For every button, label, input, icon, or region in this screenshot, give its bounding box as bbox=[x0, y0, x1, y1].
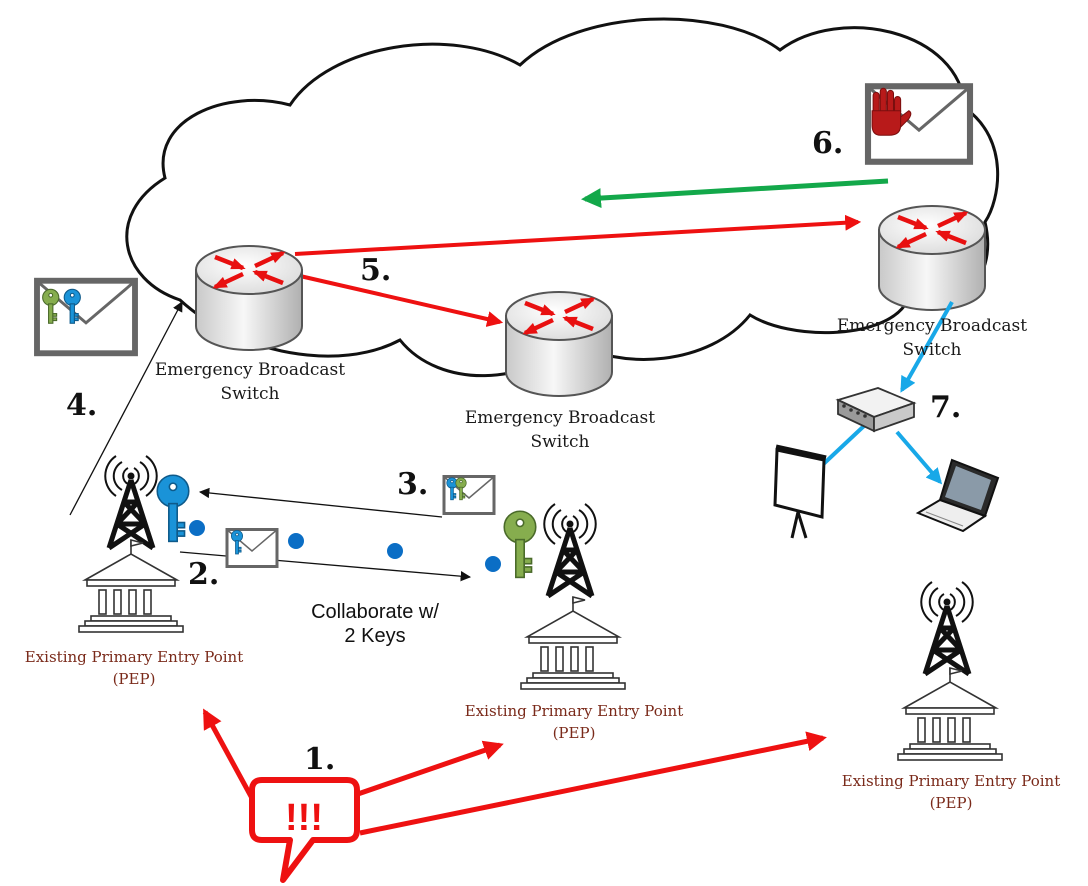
alert-bubble-icon bbox=[249, 777, 360, 883]
pep-label-3-line1: Existing Primary Entry Point bbox=[841, 772, 1061, 790]
collaborate-label: Collaborate w/ 2 Keys bbox=[270, 600, 480, 648]
router-icon-switch2 bbox=[506, 292, 612, 396]
pep-label-2: Existing Primary Entry Point (PEP) bbox=[440, 700, 708, 744]
pep-label-1-line1: Existing Primary Entry Point bbox=[24, 648, 244, 666]
building-icon-pep3 bbox=[897, 667, 1003, 761]
link-switch1-to-switch3 bbox=[294, 214, 862, 256]
tower-icon-pep3 bbox=[921, 582, 972, 674]
arrow-switch3-to-hub bbox=[900, 301, 954, 393]
switch-label-1-line2: Switch bbox=[220, 384, 280, 404]
step-1-label: 1. bbox=[304, 742, 336, 777]
projector-screen-icon bbox=[773, 444, 827, 539]
pep-label-2-line1: Existing Primary Entry Point bbox=[464, 702, 684, 720]
arrow-pep-to-switch1 bbox=[69, 301, 183, 516]
step-2-label: 2. bbox=[188, 557, 220, 592]
collab-dot bbox=[387, 543, 403, 559]
pep-label-1: Existing Primary Entry Point (PEP) bbox=[0, 646, 268, 690]
switch-label-1: Emergency Broadcast Switch bbox=[140, 358, 360, 406]
arrow-step2-send bbox=[179, 551, 472, 582]
step-5-label: 5. bbox=[360, 253, 392, 288]
switch-label-2-line2: Switch bbox=[530, 432, 590, 452]
pep-label-1-line2: (PEP) bbox=[112, 670, 156, 688]
alert-arrow-pep2 bbox=[354, 740, 504, 798]
pep-label-3-line2: (PEP) bbox=[929, 794, 973, 812]
collaborate-line1: Collaborate w/ bbox=[311, 601, 439, 623]
tower-icon-pep2 bbox=[544, 504, 595, 596]
collab-dot bbox=[485, 556, 501, 572]
step-3-label: 3. bbox=[397, 467, 429, 502]
return-green-arrow bbox=[581, 178, 889, 209]
step-6-label: 6. bbox=[812, 126, 844, 161]
router-icon-switch1 bbox=[196, 246, 302, 350]
router-icon-switch3 bbox=[879, 206, 985, 310]
envelope-icon-step2 bbox=[225, 528, 279, 568]
pep-label-2-line2: (PEP) bbox=[552, 724, 596, 742]
tower-icon-pep1 bbox=[105, 456, 156, 548]
switch-label-3: Emergency Broadcast Switch bbox=[822, 314, 1042, 362]
switch-label-3-line2: Switch bbox=[902, 340, 962, 360]
switch-label-2: Emergency Broadcast Switch bbox=[450, 406, 670, 454]
stop-envelope-icon bbox=[868, 86, 970, 161]
stop-hand-icon bbox=[871, 87, 912, 136]
collab-dot bbox=[288, 533, 304, 549]
key-icon-green bbox=[503, 510, 537, 579]
network-switch-icon bbox=[835, 387, 917, 433]
switch-label-2-line1: Emergency Broadcast bbox=[464, 408, 656, 428]
arrow-step3-return bbox=[198, 487, 443, 518]
alert-arrow-pep1 bbox=[202, 708, 256, 802]
alert-arrow-pep3 bbox=[359, 731, 827, 836]
collab-dot bbox=[189, 520, 205, 536]
step-4-label: 4. bbox=[66, 388, 98, 423]
pep-label-3: Existing Primary Entry Point (PEP) bbox=[817, 770, 1085, 814]
switch-label-1-line1: Emergency Broadcast bbox=[154, 360, 346, 380]
collaborate-line2: 2 Keys bbox=[344, 625, 406, 647]
envelope-icon-step3 bbox=[442, 475, 496, 515]
switch-label-3-line1: Emergency Broadcast bbox=[836, 316, 1028, 336]
key-icon-blue bbox=[156, 474, 190, 543]
building-icon-pep1 bbox=[78, 539, 184, 633]
laptop-icon bbox=[915, 458, 1000, 533]
link-switch1-to-switch2 bbox=[299, 274, 504, 327]
arrow-hub-to-laptop bbox=[895, 430, 943, 485]
alert-bubble-text: !!! bbox=[285, 797, 323, 839]
key-envelope-icon bbox=[37, 281, 135, 354]
step-7-label: 7. bbox=[930, 390, 962, 425]
building-icon-pep2 bbox=[520, 596, 626, 690]
